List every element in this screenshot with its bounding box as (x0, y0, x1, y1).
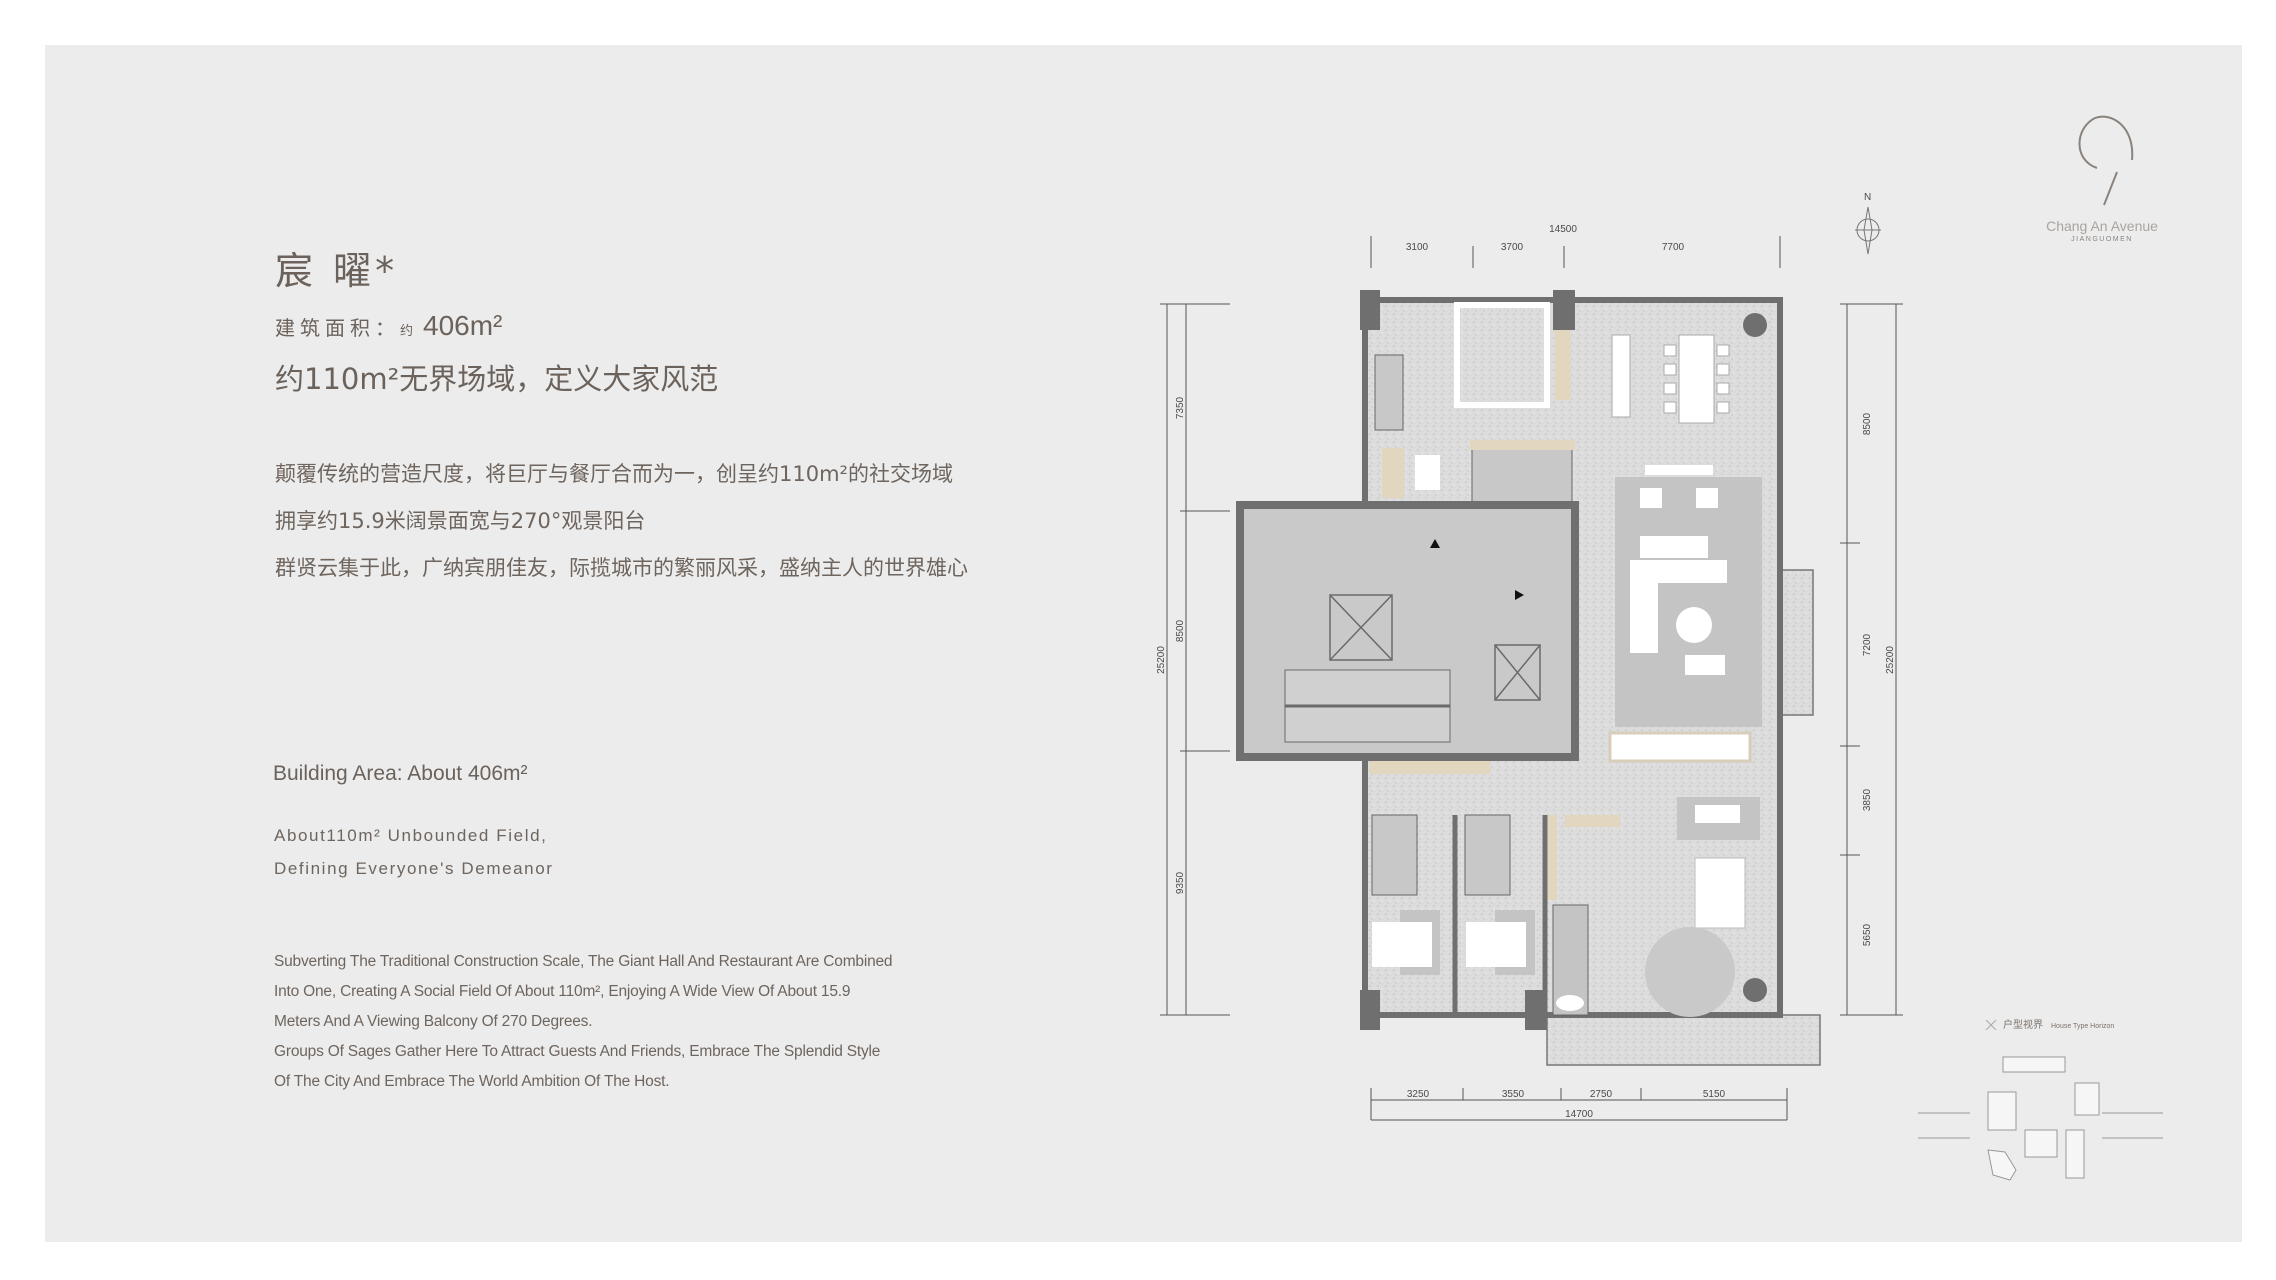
brand-logo: Chang An Avenue JIANGUOMEN (2032, 218, 2172, 243)
dining-table (1678, 334, 1715, 424)
bathroom (1471, 444, 1573, 506)
staircase (1284, 669, 1451, 743)
unit-title: 宸 曜* (275, 249, 399, 293)
wardrobe (1382, 448, 1404, 498)
logo-nine-icon (2078, 115, 2134, 206)
wardrobe (1545, 815, 1557, 900)
desk (1695, 805, 1740, 823)
page-panel (45, 45, 2242, 1242)
column (1743, 978, 1767, 1002)
small-dining-table (1415, 455, 1440, 490)
tagline-en-line: Defining Everyone's Demeanor (274, 859, 554, 878)
kitchen (1454, 302, 1550, 408)
dim-left-segment: 7350 (1175, 396, 1186, 419)
bed (1466, 922, 1526, 967)
wardrobe (1565, 815, 1620, 827)
bathtub (1556, 995, 1584, 1011)
dim-bottom-segment: 3550 (1502, 1089, 1525, 1100)
house-type-horizon-diagram (1918, 1019, 2163, 1181)
dim-bottom-total: 14700 (1565, 1109, 1593, 1120)
bed (1372, 922, 1432, 967)
bathroom (1374, 354, 1404, 431)
dining-chairs (1663, 344, 1730, 414)
bathroom (1371, 814, 1418, 896)
tagline-en-line: About110m² Unbounded Field, (274, 826, 548, 845)
house-type-horizon-title: 户型视界 House Type Horizon (2003, 1016, 2114, 1031)
description-en-line: Subverting The Traditional Construction … (274, 953, 893, 970)
round-table (1676, 607, 1712, 643)
dim-right-segment: 3850 (1862, 788, 1873, 811)
dim-bottom-segment: 5150 (1703, 1089, 1726, 1100)
tv-cabinet (1608, 731, 1752, 763)
building-area: 建筑面积：约 406m² (275, 310, 502, 342)
armchair (1640, 488, 1662, 508)
dim-left-segment: 8500 (1175, 619, 1186, 642)
sofa (1640, 536, 1708, 558)
north-compass-icon: N (1855, 192, 1881, 255)
floor-plan (1236, 290, 1821, 1066)
description-cn-line: 颠覆传统的营造尺度，将巨厅与餐厅合而为一，创呈约110m²的社交场域 (275, 462, 953, 486)
dim-top-segment: 3100 (1406, 242, 1429, 253)
area-label: 建筑面积： (275, 316, 400, 340)
dim-left-total: 25200 (1156, 646, 1167, 674)
dim-bottom-segment: 3250 (1407, 1089, 1430, 1100)
description-en-line: Of The City And Embrace The World Ambiti… (274, 1073, 670, 1090)
dim-right-total: 25200 (1885, 646, 1896, 674)
round-rug (1645, 927, 1735, 1017)
dim-top-segment: 3700 (1501, 242, 1524, 253)
console (1645, 465, 1713, 475)
brand-name: Chang An Avenue (2046, 218, 2158, 234)
corner-columns (1360, 290, 1575, 1030)
dim-top-segment: 7700 (1662, 242, 1685, 253)
dim-bottom-segment: 2750 (1590, 1089, 1613, 1100)
armchair (1696, 488, 1718, 508)
brand-subtitle: JIANGUOMEN (2071, 236, 2133, 243)
dimension-labels: 14500 3100 3700 7700 3250 3550 2750 5150… (1156, 224, 1896, 1120)
headline: 约110m²无界场域，定义大家风范 (275, 362, 719, 396)
ottoman (1685, 655, 1725, 675)
description-en-line: Groups Of Sages Gather Here To Attract G… (274, 1043, 881, 1060)
column (1743, 313, 1767, 337)
south-balcony (1546, 1014, 1821, 1066)
dim-right-segment: 5650 (1862, 923, 1873, 946)
description-en-line: Meters And A Viewing Balcony Of 270 Degr… (274, 1013, 593, 1030)
elevator-icon (1329, 594, 1541, 701)
sectional-sofa (1630, 560, 1727, 653)
dim-right-segment: 7200 (1862, 633, 1873, 656)
dimension-lines (1160, 236, 1903, 1121)
description-cn-line: 群贤云集于此，广纳宾朋佳友，际揽城市的繁丽风采，盛纳主人的世界雄心 (275, 556, 968, 580)
compass-north-label: N (1864, 192, 1871, 203)
dim-right-segment: 8500 (1862, 412, 1873, 435)
building-area-en: Building Area: About 406m² (273, 762, 528, 785)
horizon-title-en: House Type Horizon (2051, 1023, 2115, 1030)
master-bed (1694, 857, 1746, 929)
area-prefix: 约 (400, 324, 414, 339)
area-value: 406m² (423, 310, 503, 341)
kitchen-island (1611, 334, 1631, 418)
description-en-line: Into One, Creating A Social Field Of Abo… (274, 983, 851, 1000)
dim-left-segment: 9350 (1175, 871, 1186, 894)
dim-top-total: 14500 (1549, 224, 1577, 235)
wardrobe (1470, 440, 1575, 450)
description-cn-line: 拥享约15.9米阔景面宽与270°观景阳台 (275, 509, 646, 533)
kitchen-cabinet (1555, 330, 1570, 400)
horizon-title-cn: 户型视界 (2003, 1020, 2043, 1031)
horizon-star-icon (1985, 1019, 1997, 1031)
bathroom (1464, 814, 1511, 896)
wardrobe (1370, 760, 1490, 774)
